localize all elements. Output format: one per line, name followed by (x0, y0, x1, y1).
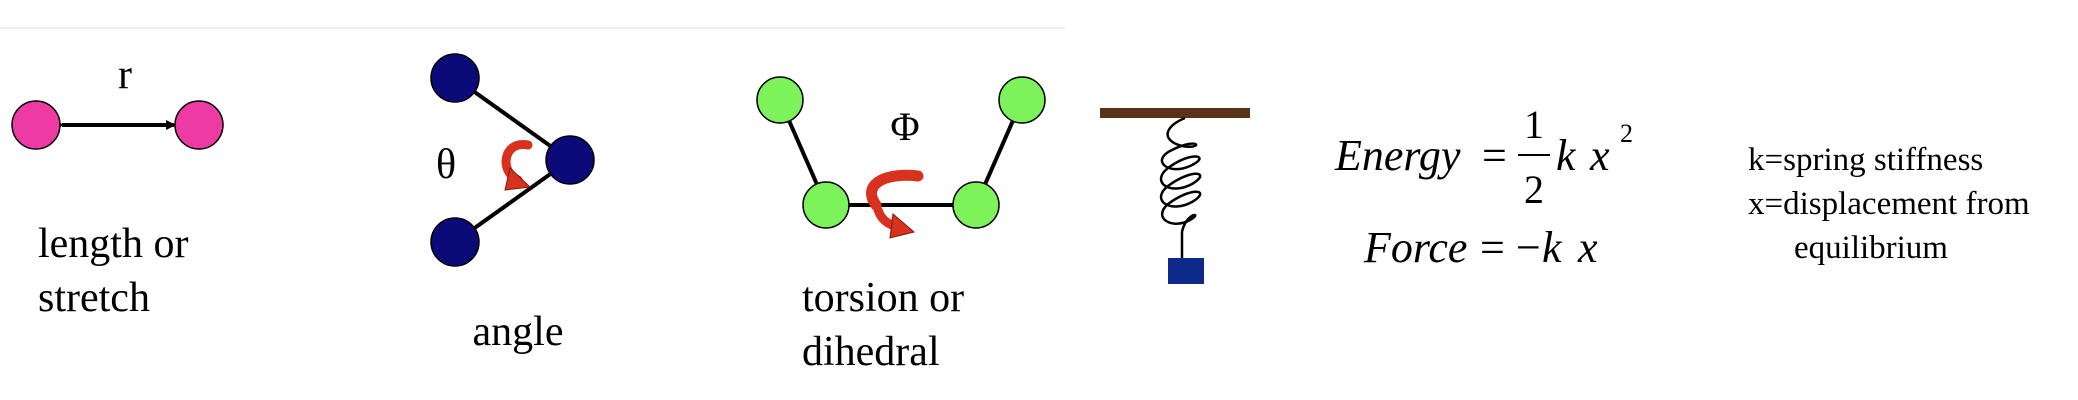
equations-panel: Energy = 1 2 k x 2 Force = − k x (1334, 102, 1633, 272)
energy-equals: = (1482, 131, 1507, 180)
dihedral-symbol: Φ (890, 104, 919, 149)
angle-panel: θ angle (430, 53, 595, 355)
force-minus: − (1516, 223, 1541, 272)
energy-x: x (1589, 131, 1610, 180)
fraction-denominator: 2 (1524, 167, 1544, 212)
spring-coil (1159, 116, 1202, 258)
legend-line-x: x=displacement from (1748, 186, 2030, 222)
force-label: Force (1363, 223, 1467, 272)
variable-legend: k=spring stiffness x=displacement from e… (1748, 142, 2030, 266)
torsion-panel: Φ torsion or dihedral (756, 76, 1046, 375)
legend-line-k: k=spring stiffness (1748, 142, 1983, 178)
bond-length-symbol: r (118, 52, 132, 98)
energy-label: Energy (1334, 131, 1461, 180)
atom-right-inner (952, 181, 1000, 229)
atom-center (545, 135, 595, 185)
torsion-caption-line1: torsion or (802, 275, 964, 321)
energy-k: k (1556, 131, 1577, 180)
spring-panel (1100, 108, 1250, 284)
torsion-caption-line2: dihedral (802, 329, 940, 375)
stretch-caption-line2: stretch (38, 275, 150, 321)
curved-arrow-icon (501, 140, 533, 191)
energy-exponent: 2 (1620, 119, 1633, 148)
angle-symbol: θ (436, 142, 456, 188)
atom-left-outer (756, 76, 804, 124)
force-equals: = (1480, 223, 1505, 272)
atom-right-outer (998, 76, 1046, 124)
atom-left-inner (802, 181, 850, 229)
atom-left (11, 100, 61, 150)
force-k: k (1542, 223, 1563, 272)
atom-lower (430, 217, 480, 267)
stretch-panel: r length or stretch (11, 52, 224, 321)
fraction-numerator: 1 (1524, 102, 1544, 147)
force-x: x (1577, 223, 1598, 272)
legend-line-equilibrium: equilibrium (1794, 230, 1948, 266)
angle-caption: angle (473, 309, 564, 355)
ceiling-support (1100, 108, 1250, 118)
atom-upper (430, 53, 480, 103)
rotation-arrow-icon (866, 169, 924, 239)
atom-right (174, 100, 224, 150)
square-mass-icon (1168, 258, 1204, 284)
stretch-caption-line1: length or (38, 221, 188, 267)
